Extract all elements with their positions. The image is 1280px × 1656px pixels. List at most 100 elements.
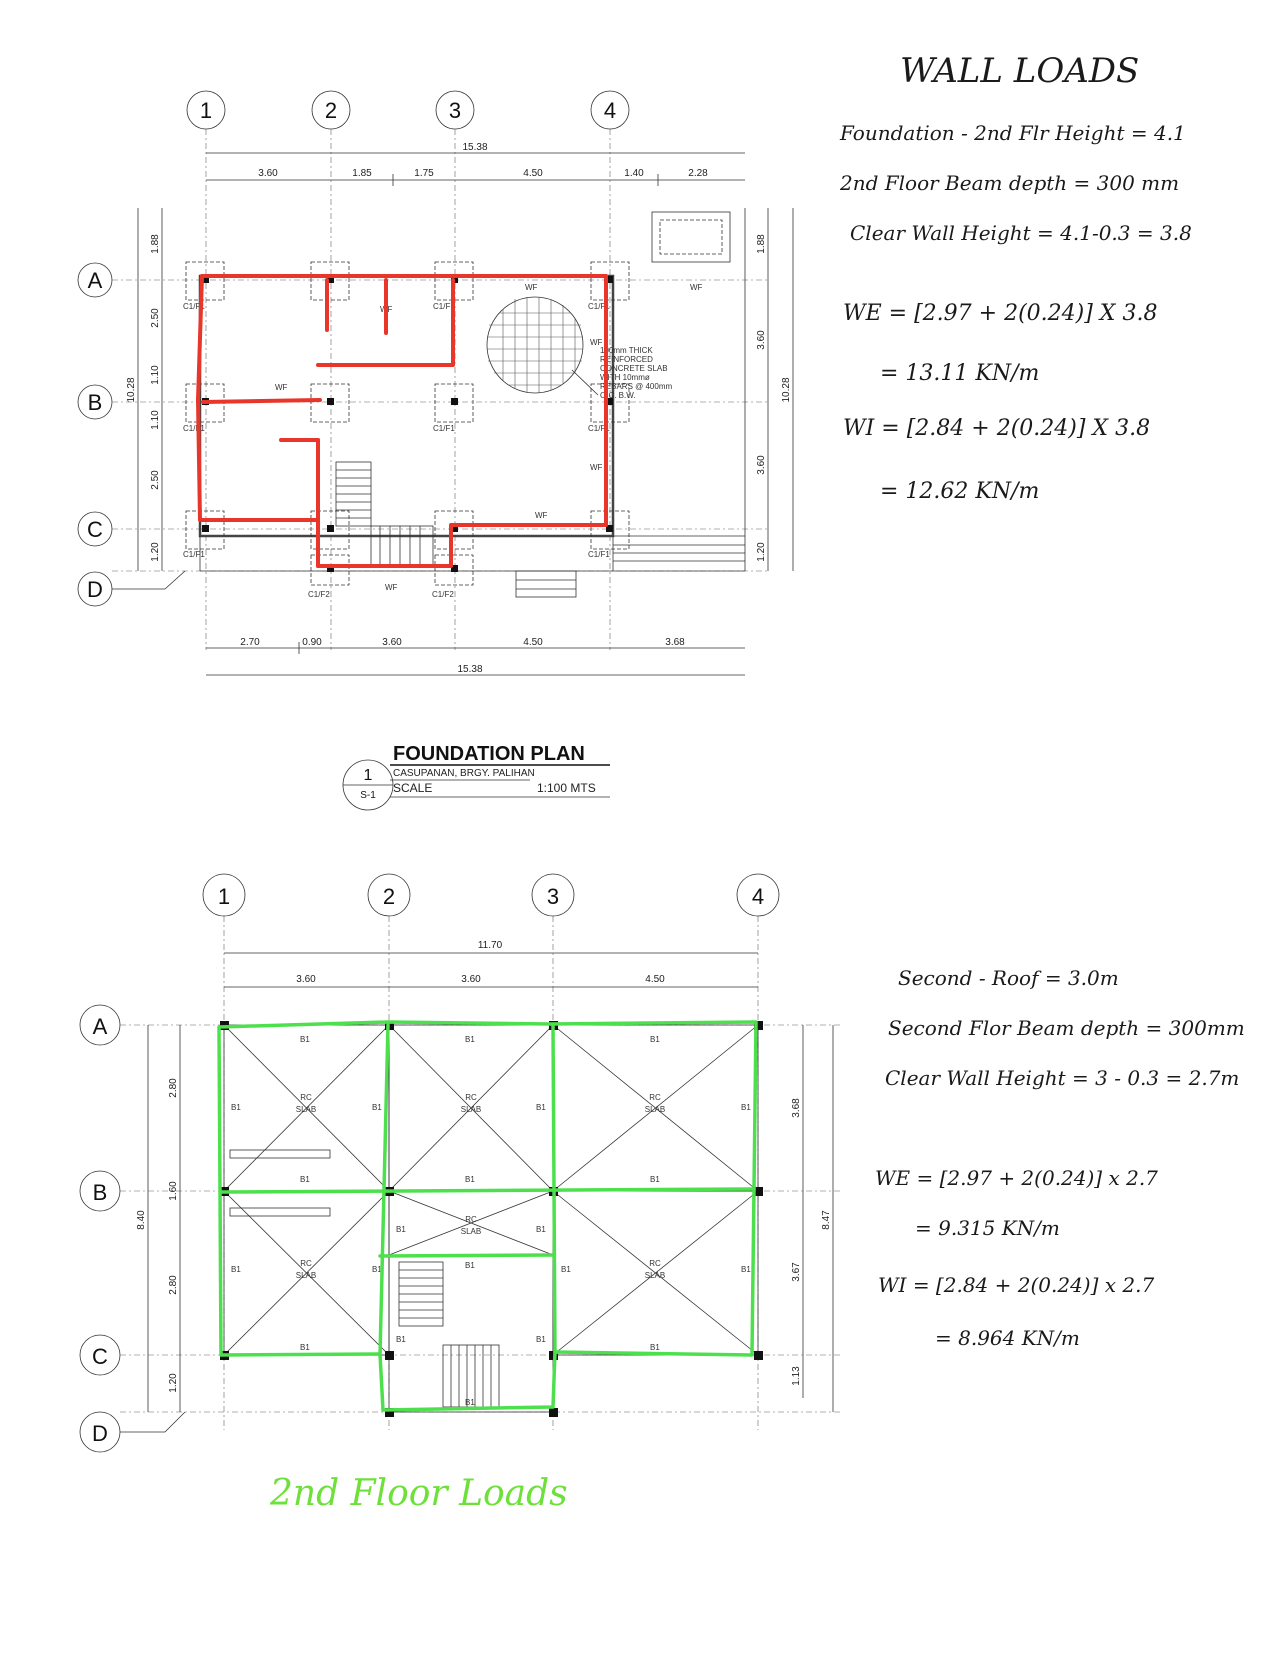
tank-outline (651, 211, 731, 263)
svg-text:B1: B1 (465, 1175, 475, 1184)
svg-text:S-1: S-1 (360, 790, 376, 801)
svg-text:C1/F1: C1/F1 (183, 424, 205, 433)
dim-bottom-1: 2.70 (240, 637, 260, 648)
svg-text:4: 4 (752, 884, 764, 909)
svg-text:B1: B1 (372, 1103, 382, 1112)
svg-text:C1/F1: C1/F1 (433, 424, 455, 433)
svg-text:REINFORCED: REINFORCED (600, 355, 653, 364)
svg-text:100mm THICK: 100mm THICK (600, 346, 653, 355)
dim-left-4: 1.10 (150, 410, 161, 430)
svg-text:Foundation - 2nd Flr Height =: Foundation - 2nd Flr Height = 4.1 (839, 121, 1186, 145)
svg-text:2: 2 (325, 98, 337, 123)
footings (185, 261, 630, 586)
svg-text:B: B (88, 390, 103, 415)
svg-text:B1: B1 (536, 1335, 546, 1344)
svg-text:WE = [2.97 + 2(0.24)] x 2.7: WE = [2.97 + 2(0.24)] x 2.7 (875, 1166, 1158, 1190)
svg-text:1.13: 1.13 (791, 1366, 802, 1386)
svg-text:WI = [2.84 + 2(0.24)] X 3.8: WI = [2.84 + 2(0.24)] X 3.8 (843, 416, 1150, 441)
svg-text:CASUPANAN, BRGY. PALIHAN: CASUPANAN, BRGY. PALIHAN (393, 768, 535, 779)
grid2-bubble-2: 2 (367, 873, 411, 917)
svg-text:C1/F1: C1/F1 (588, 424, 610, 433)
svg-text:C1/F1: C1/F1 (588, 302, 610, 311)
svg-text:REBARS @ 400mm: REBARS @ 400mm (600, 382, 672, 391)
svg-text:8.40: 8.40 (136, 1210, 147, 1230)
wall-loads-notes: WALL LOADS Foundation - 2nd Flr Height =… (839, 51, 1192, 504)
dim-left-5: 2.50 (150, 470, 161, 490)
foundation-wall-markup (196, 274, 608, 568)
svg-text:SLAB: SLAB (461, 1227, 481, 1236)
second-floor-notes: Second - Roof = 3.0m Second Flor Beam de… (875, 966, 1245, 1350)
dim-right-1: 1.88 (756, 234, 767, 254)
svg-text:D: D (87, 577, 103, 602)
svg-text:WF: WF (525, 283, 538, 292)
dim-top-5: 1.40 (624, 168, 644, 179)
svg-text:1:100 MTS: 1:100 MTS (537, 781, 596, 795)
svg-text:Clear Wall Height = 4.1-0.3 =: Clear Wall Height = 4.1-0.3 = 3.8 (850, 221, 1192, 245)
svg-text:1.60: 1.60 (168, 1181, 179, 1201)
grid2-bubble-1: 1 (202, 873, 246, 917)
svg-text:O.C. B.W.: O.C. B.W. (600, 391, 636, 400)
dim-left-3: 1.10 (150, 365, 161, 385)
svg-text:= 13.11 KN/m: = 13.11 KN/m (880, 361, 1039, 386)
grid-bubble-1: 1 (186, 90, 226, 130)
svg-text:C: C (87, 517, 103, 542)
dim-bottom-2: 0.90 (302, 637, 322, 648)
svg-text:WI = [2.84 + 2(0.24)] x 2.7: WI = [2.84 + 2(0.24)] x 2.7 (878, 1273, 1154, 1297)
dim-left-2: 2.50 (150, 308, 161, 328)
grid2-bubble-4: 4 (736, 873, 780, 917)
slab-opening (486, 296, 599, 396)
svg-text:B1: B1 (650, 1343, 660, 1352)
svg-text:B1: B1 (231, 1265, 241, 1274)
svg-text:B1: B1 (300, 1175, 310, 1184)
svg-text:3.68: 3.68 (791, 1098, 802, 1118)
svg-text:B1: B1 (536, 1225, 546, 1234)
svg-text:B1: B1 (650, 1175, 660, 1184)
svg-text:C: C (92, 1344, 108, 1369)
dim-right-3: 3.60 (756, 455, 767, 475)
grid-bubble-3: 3 (435, 90, 475, 130)
wall-loads-heading: WALL LOADS (900, 51, 1139, 91)
svg-text:B1: B1 (300, 1035, 310, 1044)
svg-text:= 12.62 KN/m: = 12.62 KN/m (880, 479, 1039, 504)
svg-text:B1: B1 (372, 1265, 382, 1274)
svg-text:WF: WF (590, 463, 603, 472)
svg-text:B1: B1 (465, 1035, 475, 1044)
second-floor-caption: 2nd Floor Loads (269, 1473, 568, 1514)
svg-text:2nd Floor Beam depth = 300 mm: 2nd Floor Beam depth = 300 mm (839, 171, 1179, 195)
dim-bottom-3: 3.60 (382, 637, 402, 648)
svg-text:WE = [2.97 + 2(0.24)] X 3.8: WE = [2.97 + 2(0.24)] X 3.8 (843, 301, 1157, 326)
svg-text:WF: WF (535, 511, 548, 520)
svg-text:SCALE: SCALE (393, 781, 432, 795)
grid-bubble-C: C (77, 511, 113, 547)
svg-text:1: 1 (218, 884, 230, 909)
svg-text:RC: RC (649, 1259, 661, 1268)
grid2-bubble-3: 3 (531, 873, 575, 917)
svg-text:C1/F1: C1/F1 (183, 302, 205, 311)
svg-text:A: A (93, 1014, 108, 1039)
svg-text:RC: RC (465, 1215, 477, 1224)
svg-text:3.67: 3.67 (791, 1262, 802, 1282)
svg-text:SLAB: SLAB (296, 1271, 316, 1280)
svg-text:1: 1 (200, 98, 212, 123)
svg-text:B1: B1 (465, 1261, 475, 1270)
svg-text:Clear Wall Height = 3 - 0.3 =: Clear Wall Height = 3 - 0.3 = 2.7m (885, 1066, 1239, 1090)
svg-text:Second - Roof = 3.0m: Second - Roof = 3.0m (898, 966, 1119, 990)
grid-bubble-D: D (77, 571, 113, 607)
title-block: 1 S-1 FOUNDATION PLAN CASUPANAN, BRGY. P… (342, 743, 610, 811)
left-total-dim: 10.28 (126, 377, 137, 402)
stairs (335, 461, 745, 598)
dim-right-2: 3.60 (756, 330, 767, 350)
svg-text:B1: B1 (536, 1103, 546, 1112)
grid2-bubble-C: C (79, 1334, 121, 1376)
footing-labels: C1/F1 C1/F1 C1/F1 C1/F1 C1/F1 C1/F1 C1/F… (183, 283, 703, 599)
svg-text:RC: RC (300, 1259, 312, 1268)
svg-text:B1: B1 (650, 1035, 660, 1044)
svg-text:WF: WF (690, 283, 703, 292)
svg-text:B1: B1 (741, 1265, 751, 1274)
svg-text:WF: WF (590, 338, 603, 347)
svg-text:= 8.964 KN/m: = 8.964 KN/m (935, 1326, 1080, 1350)
beam-labels: B1 B1 B1 B1 B1 B1 B1 B1 B1 B1 B1 B1 B1 B… (231, 1035, 751, 1407)
svg-text:3: 3 (449, 98, 461, 123)
svg-text:B: B (93, 1180, 108, 1205)
svg-text:B1: B1 (741, 1103, 751, 1112)
